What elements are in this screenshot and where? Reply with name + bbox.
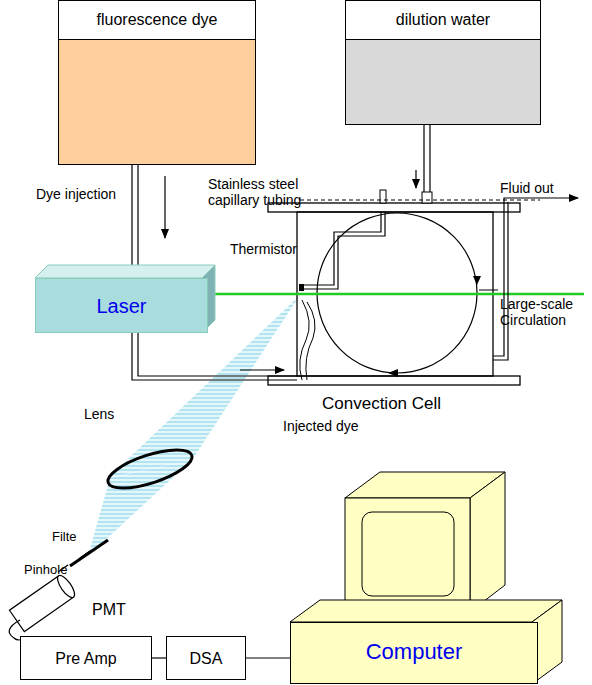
part-label: Fluid out <box>500 180 580 196</box>
part-label: Large-scale Circulation <box>500 296 590 328</box>
injected-dye <box>306 302 315 380</box>
fitting <box>422 192 432 203</box>
top-plate <box>268 203 520 212</box>
flow-arrow <box>164 176 165 238</box>
flow-arrow <box>240 369 284 370</box>
part-label: Lens <box>84 406 144 422</box>
connector <box>152 658 166 659</box>
part-label: Dye injection <box>36 186 176 202</box>
node-box: Computer <box>290 622 538 684</box>
node-label: Laser <box>36 294 207 318</box>
computer-case <box>290 600 562 622</box>
flow-arrow <box>415 170 416 188</box>
connector <box>246 658 290 659</box>
circulation-arrow <box>473 276 481 285</box>
circulation-arrow <box>388 369 398 377</box>
node-box: DSA <box>166 636 246 680</box>
monitor <box>470 472 505 612</box>
part-label: Injected dye <box>283 418 383 434</box>
leader-line <box>479 290 498 291</box>
node-label: fluorescence dye <box>59 10 255 29</box>
outlet-pipe <box>493 202 508 360</box>
part-label: PMT <box>92 600 142 619</box>
node-label: dilution water <box>346 10 540 29</box>
monitor <box>345 498 470 612</box>
node-label: DSA <box>167 649 245 668</box>
injected-dye <box>300 300 309 380</box>
part-label: Pinhole <box>24 562 84 578</box>
node-box: dilution water <box>345 0 541 125</box>
part-label: Stainless steel capillary tubing <box>208 176 338 208</box>
thermistor <box>299 284 304 291</box>
part-label: Convection Cell <box>322 394 482 414</box>
part-label: Thermistor <box>230 241 310 257</box>
node-label: Computer <box>291 639 537 665</box>
pmt-tube <box>9 573 77 632</box>
part-label: Filte <box>52 529 102 545</box>
laser-beam <box>205 293 584 296</box>
outlet-pipe <box>493 198 578 356</box>
water-pipe <box>424 125 430 203</box>
node-box: fluorescence dye <box>58 0 256 165</box>
screen <box>362 512 454 596</box>
node-box: Laser <box>35 278 208 333</box>
bottom-plate <box>268 376 520 385</box>
laser-body <box>35 265 215 278</box>
fitting <box>380 190 386 203</box>
lens <box>104 442 196 496</box>
capillary-tubing <box>304 212 385 289</box>
node-label: Pre Amp <box>21 649 151 668</box>
node-box: Pre Amp <box>20 636 152 680</box>
